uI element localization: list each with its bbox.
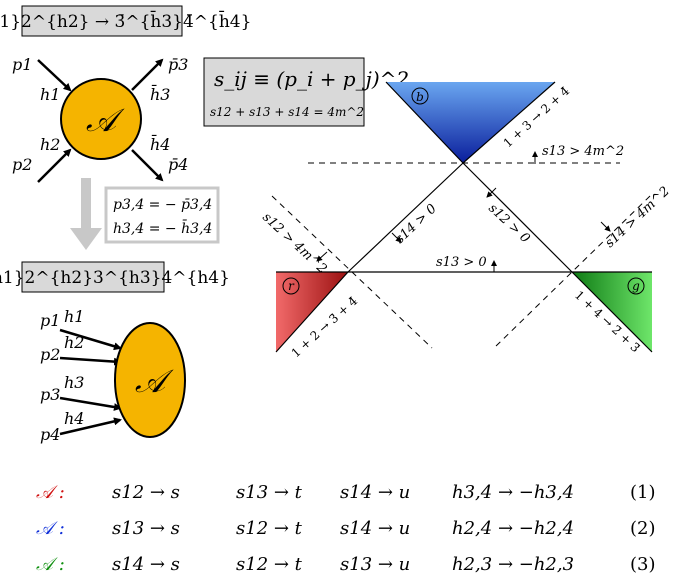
- svg-text:s12 + s13 + s14 = 4m^2: s12 + s13 + s14 = 4m^2: [210, 105, 364, 119]
- leg-3-arrow: [59, 396, 122, 411]
- leg-p2-label: p2: [40, 345, 60, 364]
- eq-term-d: h2,4 → −h2,4: [452, 518, 575, 539]
- label-s14-4m2: s14 > 4m^2: [602, 184, 672, 251]
- leg-h1-label: h1: [40, 85, 60, 104]
- s12-threshold-line: [271, 195, 433, 349]
- eq-term-c: s14 → u: [340, 518, 411, 539]
- svg-text:r: r: [288, 279, 295, 293]
- eq-number: (1): [630, 482, 656, 503]
- label-s13-0: s13 > 0: [436, 255, 487, 270]
- leg-1-arrow: [37, 59, 72, 92]
- leg-h4-label: h4: [64, 409, 84, 428]
- leg-2-arrow: [59, 356, 122, 366]
- bottom-title-box: 1^{h1}2^{h2}3^{h3}4^{h4}: [0, 261, 230, 293]
- eq-term-a: s13 → s: [112, 518, 180, 539]
- s14-threshold-line: [493, 195, 651, 349]
- crossing-diagram: 1^{h1}2^{h2} → 3̄^{h̄3}4̄^{h̄4} 𝒜 p1 h1 …: [0, 5, 673, 444]
- region-tag-b: [411, 87, 429, 105]
- leg-h4bar-label: h̄4: [150, 133, 170, 154]
- eq-prefix: 𝒜 :: [36, 518, 65, 539]
- eq-prefix: 𝒜 :: [36, 482, 65, 503]
- crossing-arrow: [70, 178, 102, 250]
- leg-h2-label: h2: [40, 135, 60, 154]
- mandelstam-box: s_ij ≡ (p_i + p_j)^2 s12 + s13 + s14 = 4…: [203, 57, 409, 127]
- eq-term-b: s12 → t: [236, 554, 302, 575]
- leg-p2-label: p2: [12, 155, 32, 174]
- eq-term-c: s13 → u: [340, 554, 411, 575]
- leg-p3-label: p3: [40, 385, 60, 404]
- bottom-amplitude-vertex: 𝒜 p1 h1 p2 h2 p3 h3 p4 h4: [40, 307, 186, 444]
- top-title-box: 1^{h1}2^{h2} → 3̄^{h̄3}4̄^{h̄4}: [0, 5, 251, 37]
- svg-text:p3,4 = − p̄3,4: p3,4 = − p̄3,4: [113, 197, 212, 213]
- leg-h3-label: h3: [64, 373, 84, 392]
- svg-text:s_ij ≡ (p_i + p_j)^2: s_ij ≡ (p_i + p_j)^2: [214, 67, 409, 91]
- leg-p4-label: p4: [40, 425, 60, 444]
- amplitude-blob: [60, 78, 142, 160]
- eq-number: (3): [630, 554, 656, 575]
- leg-p1-label: p1: [12, 55, 32, 74]
- leg-3bar-arrow: [131, 58, 164, 91]
- svg-text:1^{h1}2^{h2}3^{h3}4^{h4}: 1^{h1}2^{h2}3^{h3}4^{h4}: [0, 268, 230, 288]
- eq-term-d: h2,3 → −h2,3: [452, 554, 575, 575]
- svg-text:h3,4 = − h̄3,4: h3,4 = − h̄3,4: [113, 219, 212, 237]
- leg-4bar-arrow: [131, 149, 164, 182]
- leg-h3bar-label: h̄3: [150, 83, 170, 104]
- region-tag-r: [282, 277, 300, 295]
- leg-4-arrow: [59, 417, 122, 436]
- equation-row: 𝒜 : s13 → s s12 → t s14 → u h2,4 → −h2,4 (2): [14, 512, 674, 548]
- equation-row: 𝒜 : s14 → s s12 → t s13 → u h2,3 → −h2,3 (3): [14, 548, 674, 584]
- eq-prefix: 𝒜 :: [36, 554, 65, 575]
- amplitude-blob: [114, 322, 186, 438]
- svg-text:g: g: [632, 279, 640, 293]
- region-blue: [386, 82, 555, 163]
- leg-p1-label: p1: [40, 311, 60, 330]
- leg-h1-label: h1: [64, 307, 84, 326]
- label-s12-0: s12 > 0: [485, 201, 532, 247]
- crossing-rule-box: p3,4 = − p̄3,4 h3,4 = − h̄3,4: [104, 186, 220, 244]
- region-tag-g: [627, 277, 645, 295]
- eq-term-b: s13 → t: [236, 482, 302, 503]
- eq-term-b: s12 → t: [236, 518, 302, 539]
- eq-term-d: h3,4 → −h3,4: [452, 482, 575, 503]
- leg-1-arrow: [59, 328, 122, 351]
- top-amplitude-vertex: 𝒜 p1 h1 h2 p2 p̄3 h̄3 h̄4 p̄4: [12, 55, 188, 183]
- label-s12-4m2: s12 > 4m^2: [259, 210, 329, 277]
- leg-p4bar-label: p̄4: [168, 155, 188, 174]
- eq-term-a: s12 → s: [112, 482, 180, 503]
- equation-row: 𝒜 : s12 → s s13 → t s14 → u h3,4 → −h3,4 (1): [14, 476, 674, 512]
- svg-text:1^{h1}2^{h2} → 3̄^{h̄3}4̄^{h̄4: 1^{h1}2^{h2} → 3̄^{h̄3}4̄^{h̄4}: [0, 9, 251, 32]
- leg-p3bar-label: p̄3: [168, 55, 188, 74]
- label-s13-4m2: s13 > 4m^2: [542, 144, 624, 159]
- eq-number: (2): [630, 518, 656, 539]
- eq-term-a: s14 → s: [112, 554, 180, 575]
- leg-h2-label: h2: [64, 333, 84, 352]
- svg-text:b: b: [416, 90, 424, 104]
- leg-2-arrow: [37, 148, 72, 183]
- eq-term-c: s14 → u: [340, 482, 411, 503]
